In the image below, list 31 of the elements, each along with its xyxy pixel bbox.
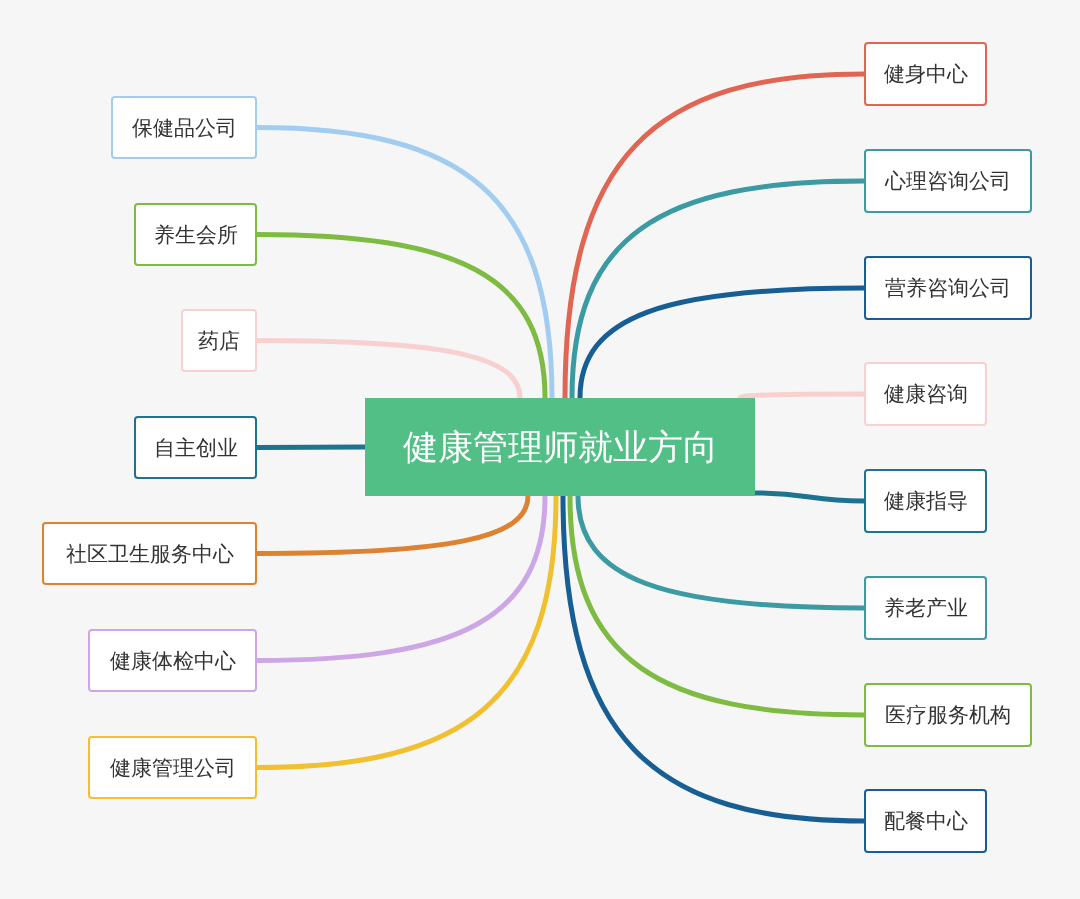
branch-topic-box: 健康指导: [864, 469, 987, 533]
branch-line: [560, 495, 865, 824]
branch-topic-box: 配餐中心: [864, 789, 987, 853]
branch-topic-box: 药店: [181, 309, 257, 372]
branch-line: [562, 71, 865, 399]
branch-line: [256, 495, 548, 663]
branch-topic-box: 健康管理公司: [88, 736, 257, 799]
branch-line: [257, 338, 523, 399]
branch-topic-box: 医疗服务机构: [864, 683, 1032, 747]
central-topic-box: 健康管理师就业方向: [365, 398, 755, 496]
branch-line: [738, 391, 864, 401]
branch-line: [256, 495, 559, 770]
branch-topic-box: 保健品公司: [111, 96, 257, 159]
branch-line: [257, 495, 531, 556]
branch-line: [575, 495, 865, 611]
branch-line: [256, 232, 548, 399]
branch-line: [567, 495, 865, 718]
branch-topic-box: 健身中心: [864, 42, 987, 106]
branch-line: [569, 178, 865, 399]
branch-topic-box: 健康咨询: [864, 362, 987, 426]
branch-line: [577, 285, 865, 399]
branch-topic-box: 社区卫生服务中心: [42, 522, 257, 585]
branch-line: [256, 125, 555, 399]
branch-topic-box: 营养咨询公司: [864, 256, 1032, 320]
branch-line: [754, 490, 865, 504]
branch-topic-box: 健康体检中心: [88, 629, 257, 692]
branch-topic-box: 心理咨询公司: [864, 149, 1032, 213]
branch-topic-box: 养生会所: [134, 203, 257, 266]
branch-topic-box: 自主创业: [134, 416, 257, 479]
branch-line: [257, 444, 365, 450]
branch-topic-box: 养老产业: [864, 576, 987, 640]
